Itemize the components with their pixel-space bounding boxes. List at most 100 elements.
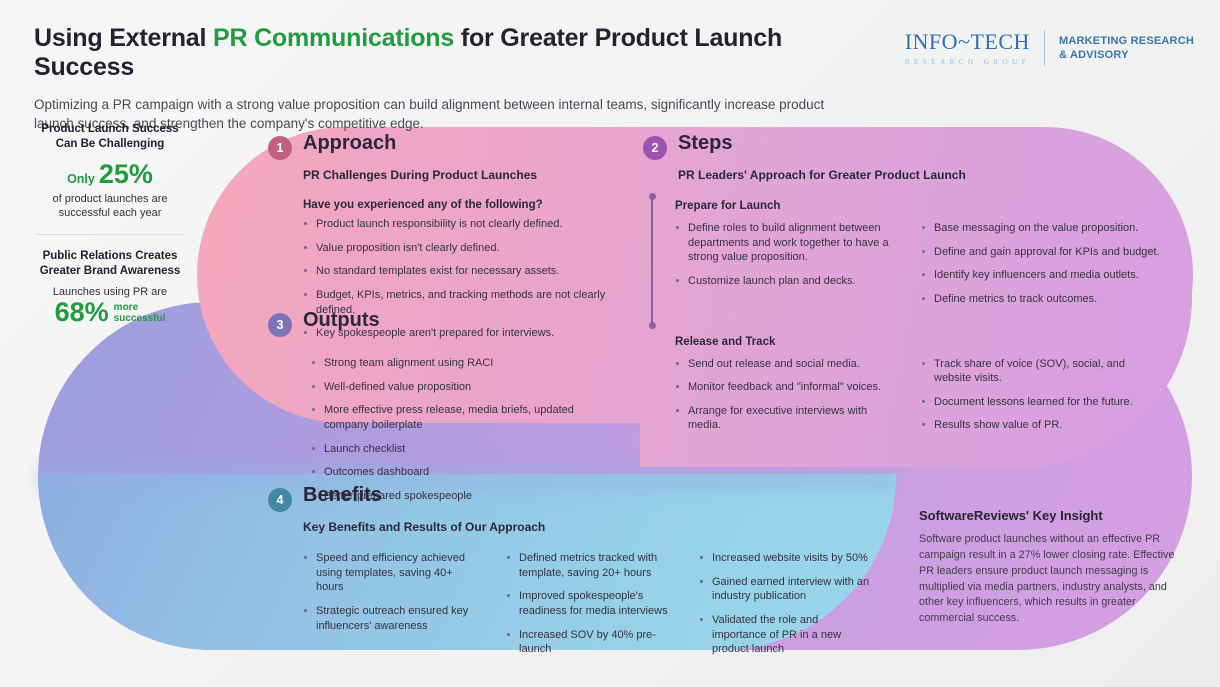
- benefits-columns: Speed and efficiency achieved using temp…: [303, 551, 888, 666]
- benefits-header: 4 Benefits: [268, 485, 888, 512]
- logo-wordmark: INFO~TECH RESEARCH GROUP: [904, 28, 1030, 66]
- benefits-pill-clip: [38, 474, 1192, 650]
- key-insight-title: SoftwareReviews' Key Insight: [919, 508, 1103, 523]
- key-insight-panel: SoftwareReviews' Key Insight Software pr…: [919, 508, 1189, 627]
- list-item: Defined metrics tracked with template, s…: [506, 551, 676, 580]
- stat-1-description: of product launches are successful each …: [52, 192, 168, 220]
- list-item: Strong team alignment using RACI: [311, 356, 598, 371]
- steps-group-2-columns: Send out release and social media. Monito…: [675, 357, 1183, 443]
- list-item: Document lessons learned for the future.: [921, 395, 1161, 410]
- stats-divider: [36, 234, 184, 236]
- list-item: Track share of voice (SOV), social, and …: [921, 357, 1161, 386]
- list-item: Increased SOV by 40% pre-launch: [506, 628, 676, 657]
- benefits-title: Benefits: [303, 484, 382, 506]
- list-item: Improved spokespeople's readiness for me…: [506, 589, 676, 618]
- list-item: Gained earned interview with an industry…: [699, 575, 871, 604]
- list-item: Send out release and social media.: [675, 357, 893, 372]
- stat-card-1: Product Launch Success Can Be Challengin…: [30, 122, 190, 220]
- stat-1-title: Product Launch Success Can Be Challengin…: [41, 123, 179, 150]
- steps-group-2-col-2: Track share of voice (SOV), social, and …: [921, 357, 1161, 443]
- list-item: Define roles to build alignment between …: [675, 221, 893, 265]
- stat-2-value: 68%: [54, 297, 109, 328]
- logo-tagline-line1: MARKETING RESEARCH: [1059, 34, 1194, 47]
- steps-group-2-heading: Release and Track: [675, 335, 776, 348]
- logo-mark-text: INFO~TECH: [904, 28, 1030, 54]
- list-item: Strategic outreach ensured key influence…: [303, 604, 483, 633]
- logo-divider: [1044, 30, 1045, 66]
- page-title-accent: PR Communications: [213, 24, 455, 52]
- page-title: Using External PR Communications for Gre…: [34, 24, 874, 82]
- page-title-part1: Using External: [34, 24, 213, 52]
- stat-2-suffix-line2: successful: [113, 312, 166, 324]
- list-item: Results show value of PR.: [921, 418, 1161, 433]
- outputs-header: 3 Outputs: [268, 310, 598, 337]
- list-item: Product launch responsibility is not cle…: [303, 217, 628, 232]
- steps-pill-shape: [640, 127, 1192, 467]
- list-item: Increased website visits by 50%: [699, 551, 871, 566]
- benefits-col-1: Speed and efficiency achieved using temp…: [303, 551, 483, 666]
- stat-1-number-row: Only 25%: [30, 158, 190, 189]
- section-benefits: 4 Benefits Key Benefits and Results of O…: [268, 485, 888, 666]
- steps-title: Steps: [678, 132, 733, 154]
- list-item: Well-defined value proposition: [311, 380, 598, 395]
- list-item: Better-prepared spokespeople: [311, 489, 598, 504]
- steps-group-1-columns: Define roles to build alignment between …: [675, 221, 1183, 316]
- logo-tagline-line2: & ADVISORY: [1059, 49, 1129, 61]
- steps-badge: 2: [643, 136, 667, 160]
- list-item: Identify key influencers and media outle…: [921, 268, 1161, 283]
- steps-group-release: Release and Track Send out release and s…: [675, 336, 1183, 443]
- benefits-pill-shape: [38, 474, 896, 650]
- key-insight-body: Software product launches without an eff…: [919, 533, 1175, 625]
- list-item: Outcomes dashboard: [311, 465, 598, 480]
- logo-tagline: MARKETING RESEARCH & ADVISORY: [1059, 34, 1194, 62]
- approach-badge: 1: [268, 136, 292, 160]
- connector-dot-bottom: [648, 322, 656, 329]
- approach-prompt: Have you experienced any of the followin…: [303, 199, 543, 211]
- stat-card-2: Public Relations Creates Greater Brand A…: [30, 249, 190, 326]
- outputs-badge: 3: [268, 313, 292, 337]
- approach-body: Have you experienced any of the followin…: [303, 199, 628, 341]
- header: Using External PR Communications for Gre…: [34, 24, 874, 133]
- benefits-col-2: Defined metrics tracked with template, s…: [506, 551, 676, 666]
- stat-2-suffix-line1: more: [113, 301, 139, 313]
- list-item: Define and gain approval for KPIs and bu…: [921, 245, 1161, 260]
- list-item: Customize launch plan and decks.: [675, 274, 893, 289]
- list-item: No standard templates exist for necessar…: [303, 264, 628, 279]
- stat-1-value: 25%: [98, 158, 153, 189]
- list-item: Speed and efficiency achieved using temp…: [303, 551, 483, 595]
- list-item: Base messaging on the value proposition.: [921, 221, 1161, 236]
- stat-2-title: Public Relations Creates Greater Brand A…: [39, 250, 181, 278]
- list-item: Launch checklist: [311, 442, 598, 457]
- logo-sub-text: RESEARCH GROUP: [904, 56, 1030, 66]
- approach-subtitle: PR Challenges During Product Launches: [303, 168, 538, 182]
- list-item: Define metrics to track outcomes.: [921, 292, 1161, 307]
- page-title-part2: for Greater Product Launch Success: [34, 24, 783, 81]
- stats-sidebar: Product Launch Success Can Be Challengin…: [30, 122, 190, 326]
- benefits-subtitle: Key Benefits and Results of Our Approach: [303, 520, 546, 534]
- approach-title: Approach: [303, 132, 397, 154]
- steps-group-1-col-2: Base messaging on the value proposition.…: [921, 221, 1161, 316]
- list-item: Validated the role and importance of PR …: [699, 613, 871, 657]
- section-approach: 1 Approach PR Challenges During Product …: [268, 133, 628, 350]
- steps-group-1-heading: Prepare for Launch: [675, 200, 781, 212]
- list-item: Budget, KPIs, metrics, and tracking meth…: [303, 288, 628, 317]
- approach-header: 1 Approach: [268, 133, 628, 160]
- outputs-title: Outputs: [303, 309, 380, 331]
- steps-group-1-col-1: Define roles to build alignment between …: [675, 221, 893, 316]
- outputs-list: Strong team alignment using RACI Well-def…: [311, 356, 598, 503]
- benefits-col-3: Increased website visits by 50% Gained ea…: [699, 551, 871, 666]
- list-item: Value proposition isn't clearly defined.: [303, 241, 628, 256]
- brand-logo: INFO~TECH RESEARCH GROUP MARKETING RESEA…: [905, 30, 1194, 66]
- stat-1-prefix: Only: [67, 171, 95, 186]
- list-item: Monitor feedback and "informal" voices.: [675, 380, 893, 395]
- list-item: More effective press release, media brie…: [311, 403, 598, 432]
- list-item: Key spokespeople aren't prepared for int…: [303, 326, 628, 341]
- section-outputs: 3 Outputs Strong team alignment using RA…: [268, 310, 598, 512]
- stat-2-lead: Launches using PR are: [52, 286, 168, 299]
- section-steps: 2 Steps PR Leaders' Approach for Greater…: [643, 133, 1183, 442]
- steps-subtitle: PR Leaders' Approach for Greater Product…: [678, 168, 966, 182]
- approach-list: Product launch responsibility is not cle…: [303, 217, 628, 341]
